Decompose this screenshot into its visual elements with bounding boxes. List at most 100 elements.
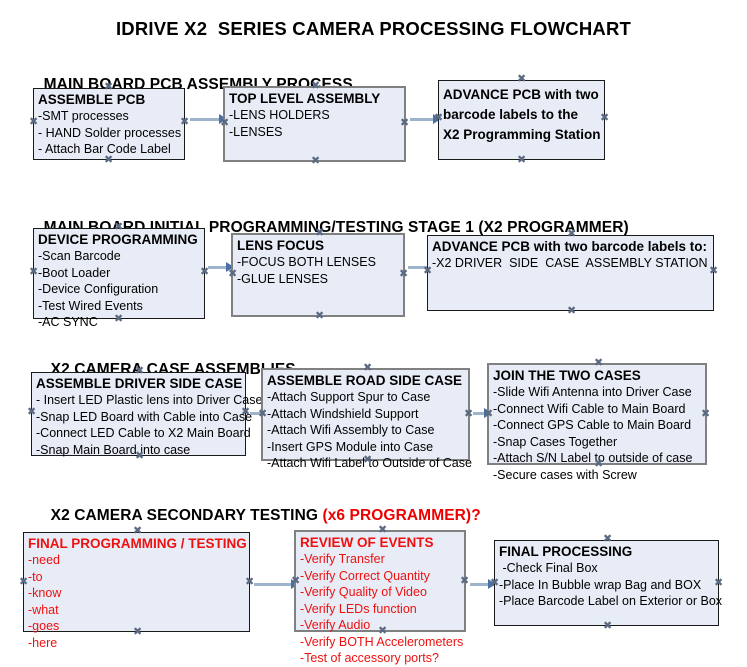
resize-handle-right[interactable]: ✖: [714, 577, 724, 589]
node-line: -to: [28, 569, 43, 584]
node-line: -LENS HOLDERS: [229, 108, 330, 122]
resize-handle-bottom[interactable]: ✖: [311, 155, 321, 167]
node-line: -Attach S/N Label to outside of case: [493, 451, 693, 465]
node-title: TOP LEVEL ASSEMBLY: [229, 91, 381, 106]
node-line: -Place Barcode Label on Exterior or Box: [499, 594, 723, 608]
resize-handle-bottom[interactable]: ✖: [603, 620, 613, 632]
node-line: -Verify Transfer: [300, 552, 385, 566]
resize-handle-right[interactable]: ✖: [245, 576, 255, 588]
resize-handle-top[interactable]: ✖: [517, 73, 527, 85]
resize-handle-top[interactable]: ✖: [594, 357, 604, 369]
resize-handle-left[interactable]: ✖: [484, 408, 494, 420]
node-advance-pcb-programming-station[interactable]: ADVANCE PCB with two barcode labels to t…: [434, 74, 609, 166]
resize-handle-top[interactable]: ✖: [311, 80, 321, 92]
resize-handle-bottom[interactable]: ✖: [133, 626, 143, 638]
node-line: -X2 DRIVER SIDE CASE ASSEMBLY STATION: [432, 256, 708, 270]
resize-handle-top[interactable]: ✖: [315, 227, 325, 239]
resize-handle-left[interactable]: ✖: [220, 117, 230, 129]
page-title: IDRIVE X2 SERIES CAMERA PROCESSING FLOWC…: [115, 18, 632, 39]
resize-handle-top[interactable]: ✖: [567, 228, 577, 240]
node-assemble-road-side-case[interactable]: ASSEMBLE ROAD SIDE CASE -Attach Support …: [258, 363, 474, 471]
resize-handle-top[interactable]: ✖: [114, 221, 124, 233]
section-heading-4: X2 CAMERA SECONDARY TESTING (x6 PROGRAMM…: [33, 489, 481, 543]
connector-arrow: [208, 266, 230, 269]
node-join-the-two-cases[interactable]: JOIN THE TWO CASES -Slide Wifi Antenna i…: [484, 358, 711, 482]
resize-handle-left[interactable]: ✖: [291, 575, 301, 587]
node-assemble-pcb[interactable]: ASSEMBLE PCB -SMT processes - HAND Solde…: [29, 82, 189, 166]
node-line: -Attach Support Spur to Case: [267, 390, 431, 404]
resize-handle-right[interactable]: ✖: [709, 265, 719, 277]
resize-handle-bottom[interactable]: ✖: [594, 458, 604, 470]
node-title: ASSEMBLE ROAD SIDE CASE: [267, 373, 463, 388]
resize-handle-left[interactable]: ✖: [490, 577, 500, 589]
resize-handle-left[interactable]: ✖: [228, 268, 238, 280]
resize-handle-left[interactable]: ✖: [27, 406, 37, 418]
node-lens-focus[interactable]: LENS FOCUS -FOCUS BOTH LENSES -GLUE LENS…: [228, 228, 409, 322]
connector-arrow: [250, 412, 268, 415]
node-line: - Attach Bar Code Label: [38, 142, 171, 156]
node-line: -Attach Windshield Support: [267, 406, 419, 421]
resize-handle-top[interactable]: ✖: [603, 533, 613, 545]
resize-handle-bottom[interactable]: ✖: [378, 625, 388, 637]
node-assemble-driver-side-case[interactable]: ASSEMBLE DRIVER SIDE CASE - Insert LED P…: [27, 366, 262, 462]
resize-handle-bottom[interactable]: ✖: [104, 154, 114, 166]
node-line: -Slide Wifi Antenna into Driver Case: [493, 385, 692, 399]
resize-handle-right[interactable]: ✖: [701, 408, 711, 420]
section-heading-4-text: X2 CAMERA SECONDARY TESTING: [50, 507, 323, 524]
resize-handle-top[interactable]: ✖: [104, 81, 114, 93]
node-advance-pcb-driver-side-station[interactable]: ADVANCE PCB with two barcode labels to: …: [423, 229, 718, 317]
resize-handle-top[interactable]: ✖: [133, 525, 143, 537]
resize-handle-top[interactable]: ✖: [135, 365, 145, 377]
node-line: - HAND Solder processes: [38, 125, 182, 140]
resize-handle-left[interactable]: ✖: [423, 265, 433, 277]
resize-handle-bottom[interactable]: ✖: [114, 313, 124, 325]
node-line: -Check Final Box: [499, 561, 598, 575]
node-device-programming[interactable]: DEVICE PROGRAMMING -Scan Barcode -Boot L…: [29, 222, 209, 330]
resize-handle-right[interactable]: ✖: [464, 408, 474, 420]
node-review-of-events[interactable]: REVIEW OF EVENTS -Verify Transfer -Verif…: [291, 525, 470, 666]
node-title: FINAL PROGRAMMING / TESTING: [28, 536, 247, 551]
resize-handle-left[interactable]: ✖: [29, 116, 39, 128]
connector-arrow: [473, 412, 488, 415]
resize-handle-right[interactable]: ✖: [400, 117, 410, 129]
node-line: -Secure cases with Screw: [493, 467, 637, 482]
resize-handle-right[interactable]: ✖: [460, 575, 470, 587]
node-line: -Connect GPS Cable to Main Board: [493, 418, 692, 432]
node-line: -Boot Loader: [38, 265, 111, 280]
resize-handle-right[interactable]: ✖: [241, 406, 251, 418]
arrow-head-icon: [226, 262, 234, 272]
resize-handle-right[interactable]: ✖: [399, 268, 409, 280]
resize-handle-right[interactable]: ✖: [200, 266, 210, 278]
node-final-processing[interactable]: FINAL PROCESSING -Check Final Box -Place…: [490, 534, 723, 632]
node-line: -Snap Main Board into case: [36, 442, 191, 457]
node-line: -Verify Quality of Video: [300, 585, 427, 599]
resize-handle-bottom[interactable]: ✖: [135, 450, 145, 462]
resize-handle-right[interactable]: ✖: [600, 112, 610, 124]
resize-handle-top[interactable]: ✖: [378, 524, 388, 536]
resize-handle-bottom[interactable]: ✖: [567, 305, 577, 317]
node-line: -Verify LEDs function: [300, 601, 417, 616]
node-line: -know: [28, 586, 62, 600]
resize-handle-right[interactable]: ✖: [180, 116, 190, 128]
node-title: ASSEMBLE PCB: [38, 92, 146, 107]
resize-handle-top[interactable]: ✖: [363, 362, 373, 374]
node-line: -goes: [28, 619, 60, 633]
resize-handle-bottom[interactable]: ✖: [363, 454, 373, 466]
resize-handle-left[interactable]: ✖: [434, 112, 444, 124]
arrow-head-icon: [433, 114, 441, 124]
node-top-level-assembly[interactable]: TOP LEVEL ASSEMBLY -LENS HOLDERS -LENSES…: [220, 81, 410, 167]
node-line: -need: [28, 553, 60, 567]
resize-handle-left[interactable]: ✖: [258, 408, 268, 420]
connector-arrow: [190, 118, 222, 121]
node-title: JOIN THE TWO CASES: [493, 368, 641, 383]
node-final-programming-testing[interactable]: FINAL PROGRAMMING / TESTING -need -to -k…: [19, 526, 254, 650]
resize-handle-left[interactable]: ✖: [29, 266, 39, 278]
connector-arrow: [470, 583, 495, 586]
resize-handle-bottom[interactable]: ✖: [517, 154, 527, 166]
resize-handle-bottom[interactable]: ✖: [315, 310, 325, 322]
node-line: -Device Configuration: [38, 282, 159, 296]
node-line: -Snap LED Board with Cable into Case: [36, 409, 253, 424]
node-line: -Attach Wifi Assembly to Case: [267, 423, 435, 437]
resize-handle-left[interactable]: ✖: [19, 576, 29, 588]
